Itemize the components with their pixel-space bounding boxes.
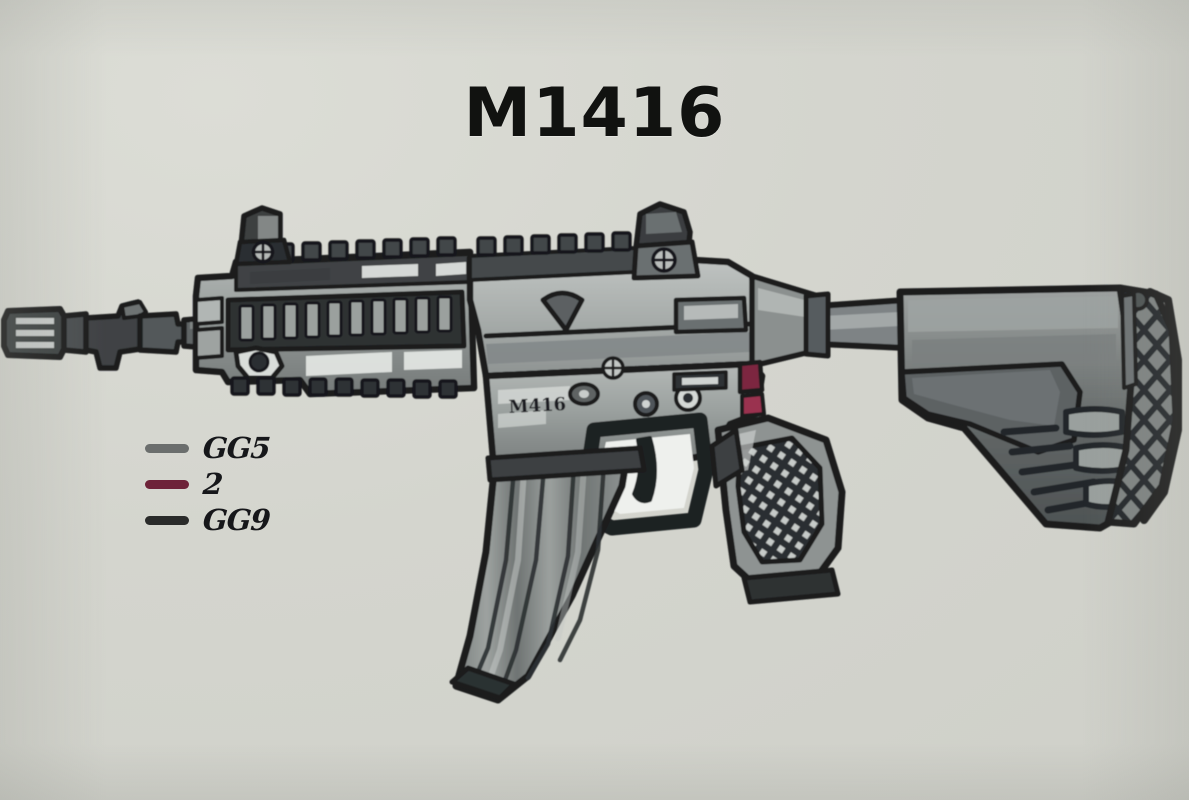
legend: GG5 2 GG9 [145, 430, 271, 538]
upper-receiver-group [466, 201, 822, 380]
mag-release-button [740, 392, 766, 418]
muzzle-brake-group [1, 306, 89, 360]
fire-selector [737, 359, 765, 395]
legend-item: GG9 [145, 502, 271, 538]
legend-label: 2 [201, 467, 224, 501]
handguard-group [192, 205, 478, 399]
lower-receiver-group: M416 [482, 356, 766, 536]
legend-swatch [145, 443, 189, 453]
legend-item: GG5 [145, 430, 271, 466]
pistol-grip-group [709, 414, 846, 605]
buttstock-group [896, 284, 1182, 532]
page-title: M1416 [463, 74, 726, 153]
buffer-tube-group [803, 291, 909, 359]
legend-label: GG5 [201, 431, 271, 465]
receiver-marking: M416 [508, 394, 567, 418]
legend-swatch [145, 515, 189, 525]
magazine-group [449, 445, 647, 704]
rear-flip-sight [631, 201, 701, 281]
legend-label: GG9 [201, 503, 271, 537]
front-sight-block [83, 299, 148, 371]
front-flip-sight [233, 205, 293, 267]
legend-item: 2 [145, 466, 270, 502]
legend-swatch [145, 479, 189, 489]
